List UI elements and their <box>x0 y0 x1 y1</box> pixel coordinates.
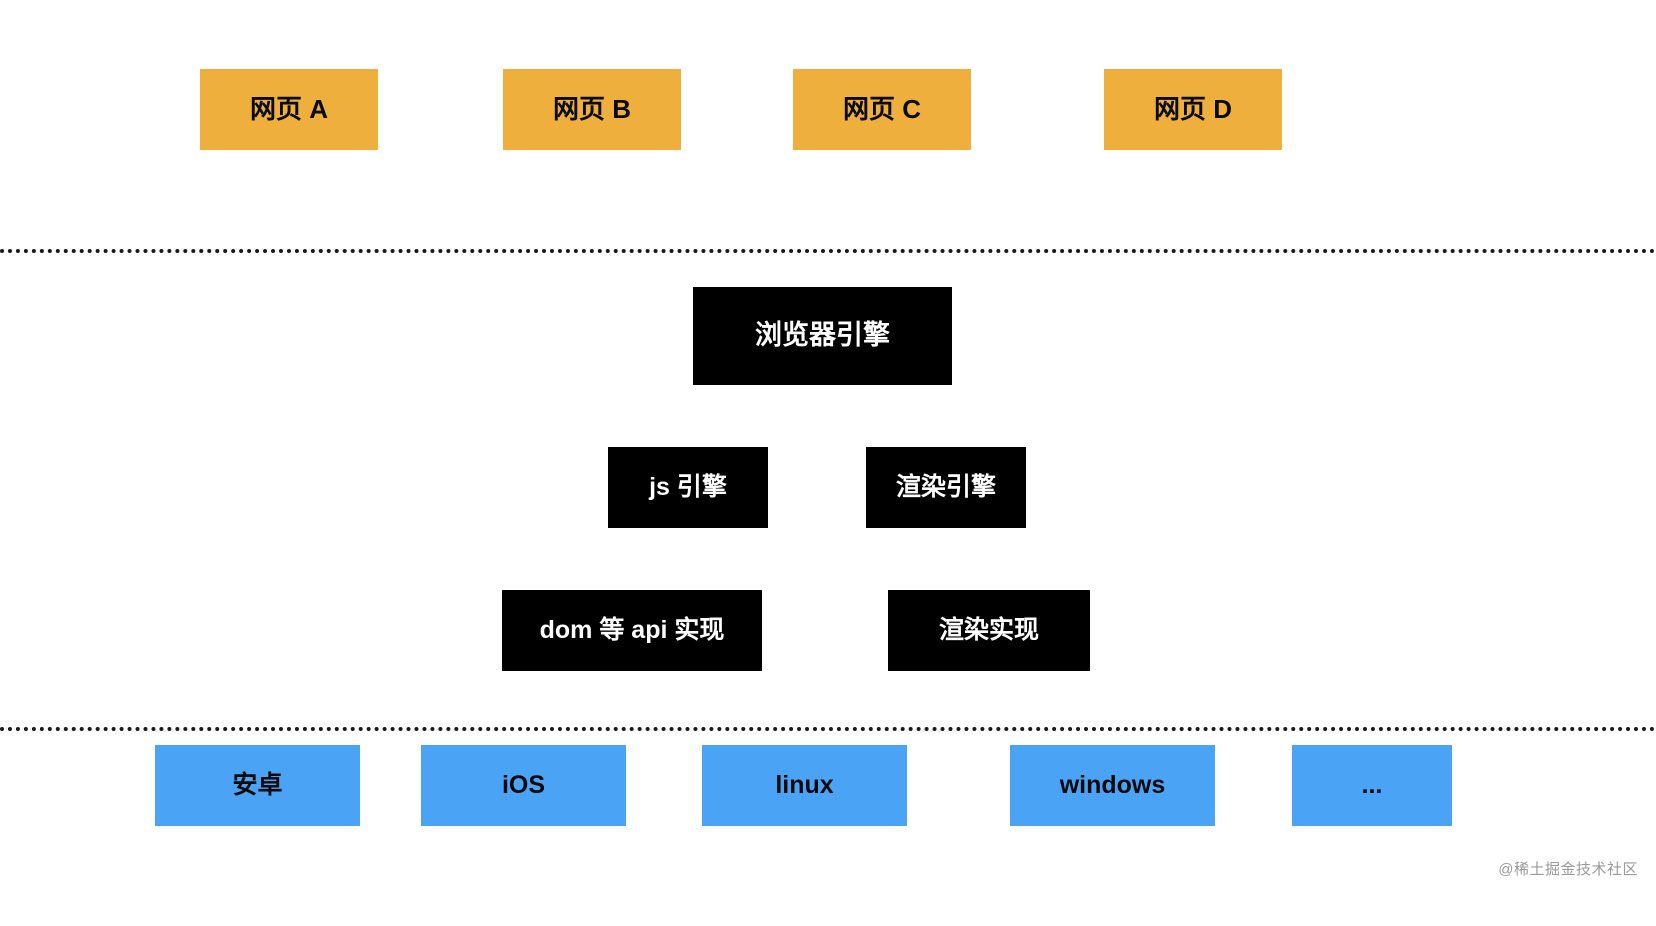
watermark: @稀土掘金技术社区 <box>1498 861 1638 878</box>
os-label-more: ... <box>1361 770 1383 799</box>
js-engine-label: js 引擎 <box>649 472 727 501</box>
browser-engine-box: 浏览器引擎 <box>693 287 952 385</box>
js-engine-box: js 引擎 <box>608 447 768 528</box>
os-box-android: 安卓 <box>155 745 360 826</box>
web-page-label-d: 网页 D <box>1153 94 1232 125</box>
os-box-windows: windows <box>1010 745 1215 826</box>
web-page-label-a: 网页 A <box>249 94 328 125</box>
render-implementation-label: 渲染实现 <box>938 615 1039 644</box>
render-implementation-box: 渲染实现 <box>888 590 1090 671</box>
os-box-ios: iOS <box>421 745 626 826</box>
web-page-box-c: 网页 C <box>793 69 971 150</box>
web-page-label-b: 网页 B <box>552 94 631 125</box>
os-box-more: ... <box>1292 745 1452 826</box>
os-box-linux: linux <box>702 745 907 826</box>
browser-engine-label: 浏览器引擎 <box>755 320 890 351</box>
dom-api-implementation-label: dom 等 api 实现 <box>539 615 725 644</box>
web-page-box-b: 网页 B <box>503 69 681 150</box>
web-page-box-d: 网页 D <box>1104 69 1282 150</box>
os-label-ios: iOS <box>501 770 546 799</box>
os-label-linux: linux <box>775 770 834 799</box>
os-label-android: 安卓 <box>232 770 283 799</box>
web-page-label-c: 网页 C <box>842 94 921 125</box>
divider-pages-engine <box>0 249 1656 253</box>
dom-api-implementation-box: dom 等 api 实现 <box>502 590 762 671</box>
web-page-box-a: 网页 A <box>200 69 378 150</box>
os-label-windows: windows <box>1059 770 1166 799</box>
divider-engine-os <box>0 727 1656 731</box>
render-engine-box: 渲染引擎 <box>866 447 1026 528</box>
render-engine-label: 渲染引擎 <box>895 472 996 501</box>
